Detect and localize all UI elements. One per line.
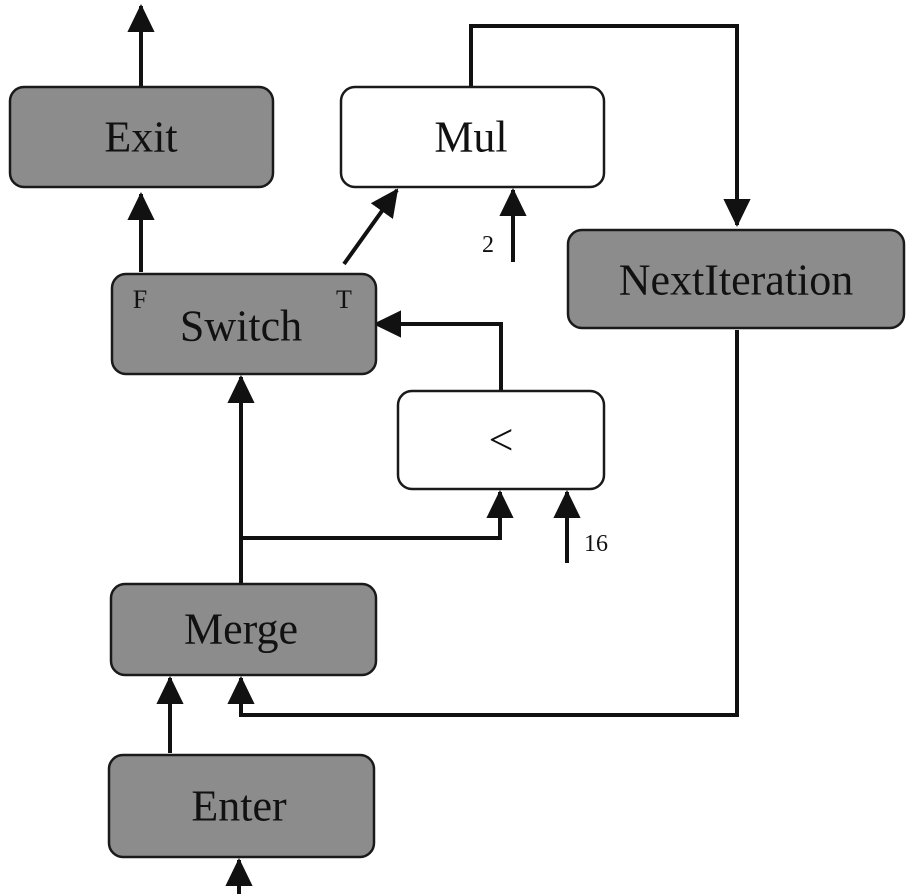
edge-nextiteration-to-merge (227, 330, 739, 717)
edge-merge-to-less (241, 490, 514, 540)
mul-box (339, 85, 606, 189)
edge-less-to-switch (373, 310, 503, 390)
edge-mul-to-nextiteration (469, 24, 751, 227)
less-than-box (396, 389, 606, 491)
exit-label: Exit (104, 113, 177, 162)
enter-label: Enter (191, 782, 287, 831)
node-mul: Mul (339, 85, 606, 189)
node-less-than: < (396, 389, 606, 491)
node-merge: Merge (109, 582, 378, 677)
edges (127, 4, 751, 894)
switch-label: Switch (180, 302, 302, 351)
const-2-label: 2 (482, 232, 494, 258)
node-nextiteration: NextIteration (566, 228, 906, 330)
node-exit: Exit (8, 85, 275, 189)
node-switch: Switch F T (110, 272, 378, 376)
switch-true-port-label: T (336, 285, 352, 314)
mul-label: Mul (434, 113, 507, 162)
switch-box (110, 272, 378, 376)
const-16-label: 16 (584, 531, 608, 557)
less-than-label: < (489, 416, 514, 465)
switch-false-port-label: F (133, 285, 147, 314)
exit-box (8, 85, 275, 189)
nextiteration-label: NextIteration (619, 256, 854, 305)
enter-box (107, 753, 376, 859)
edge-switch-true-to-mul (342, 188, 399, 266)
merge-box (109, 582, 378, 677)
node-enter: Enter (107, 753, 376, 859)
nextiteration-box (566, 228, 906, 330)
merge-label: Merge (184, 605, 298, 654)
